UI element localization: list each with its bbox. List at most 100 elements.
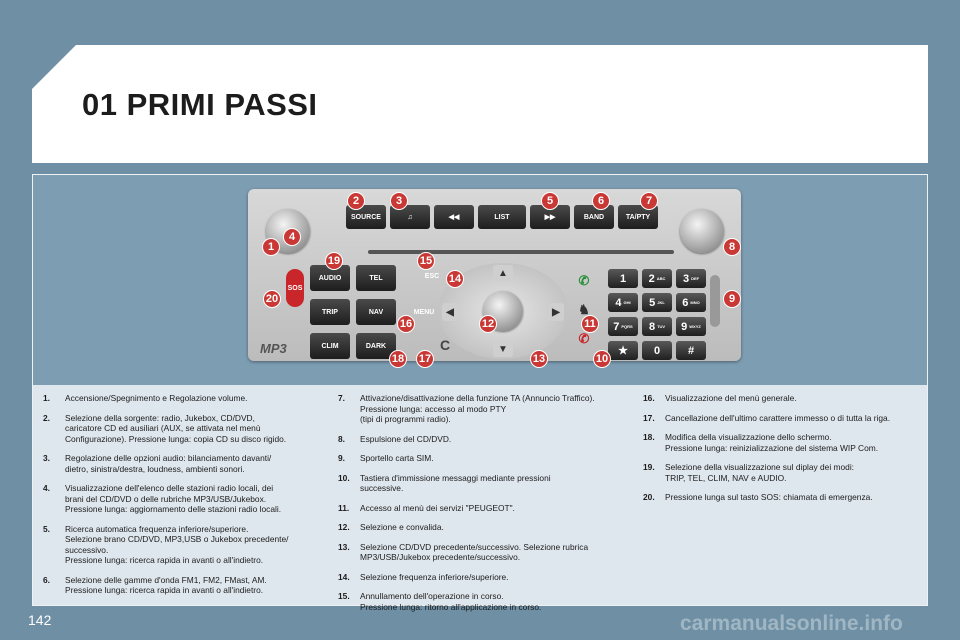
legend-number: 2. bbox=[43, 412, 50, 423]
right-arrow-button: ▶ bbox=[548, 303, 564, 321]
callout-marker: 18 bbox=[389, 350, 407, 368]
callout-marker: 20 bbox=[263, 290, 281, 308]
legend-item: 16. Visualizzazione del menù generale. bbox=[643, 393, 923, 404]
sos-button: SOS bbox=[286, 269, 304, 307]
legend-text: Cancellazione dell'ultimo carattere imme… bbox=[665, 412, 891, 423]
down-arrow-button: ▼ bbox=[493, 341, 513, 357]
legend-text: Selezione della sorgente: radio, Jukebox… bbox=[65, 412, 287, 444]
legend-text: Espulsione del CD/DVD. bbox=[360, 433, 452, 444]
keypad-key: 1 bbox=[608, 269, 638, 288]
legend-text: Visualizzazione del menù generale. bbox=[665, 393, 797, 403]
peugeot-services-icon: ♞ bbox=[578, 302, 590, 317]
legend-number: 17. bbox=[643, 412, 655, 423]
tel-button: TEL bbox=[356, 265, 396, 291]
legend-text: Regolazione delle opzioni audio: bilanci… bbox=[65, 453, 272, 474]
clear-button: C bbox=[439, 337, 451, 353]
trip-button: TRIP bbox=[310, 299, 350, 325]
keypad-digit: 1 bbox=[619, 272, 627, 285]
callout-marker: 5 bbox=[541, 192, 559, 210]
legend-item: 4. Visualizzazione dell'elenco delle staz… bbox=[43, 483, 333, 515]
keypad-letters: TUV bbox=[657, 324, 666, 329]
callout-marker: 14 bbox=[446, 270, 464, 288]
rewind-button: ◀◀ bbox=[434, 205, 474, 229]
callout-marker: 2 bbox=[347, 192, 365, 210]
legend-item: 12.Selezione e convalida. bbox=[338, 522, 628, 533]
callout-marker: 6 bbox=[592, 192, 610, 210]
legend-number: 8. bbox=[338, 433, 345, 444]
keypad-digit: # bbox=[687, 344, 695, 357]
legend-number: 18. bbox=[643, 432, 655, 442]
legend-column-1: 1. Accensione/Spegnimento e Regolazione v… bbox=[43, 393, 333, 605]
legend-item: 5.Ricerca automatica frequenza inferiore… bbox=[43, 524, 333, 566]
list-button: LIST bbox=[478, 205, 526, 229]
legend-text: Selezione frequenza inferiore/superiore. bbox=[360, 571, 509, 582]
legend-text: Pressione lunga sul tasto SOS: chiamata … bbox=[665, 492, 873, 502]
keypad-letters: JKL bbox=[657, 300, 665, 305]
header-banner: 01 PRIMI PASSI bbox=[32, 45, 928, 163]
legend-column-2: 7.Attivazione/disattivazione della funzi… bbox=[338, 393, 628, 621]
callout-marker: 11 bbox=[581, 315, 599, 333]
legend-number: 4. bbox=[43, 483, 50, 493]
legend-number: 9. bbox=[338, 453, 345, 463]
legend-item: 19. Selezione della visualizzazione sul d… bbox=[643, 462, 923, 483]
left-arrow-button: ◀ bbox=[442, 303, 458, 321]
menu-button: MENU bbox=[413, 308, 435, 316]
keypad-letters: PQRS bbox=[621, 324, 633, 329]
legend-text: Visualizzazione dell'elenco delle stazio… bbox=[65, 483, 282, 514]
clim-button: CLIM bbox=[310, 333, 350, 359]
legend-number: 1. bbox=[43, 393, 50, 403]
cd-slot bbox=[368, 250, 674, 254]
keypad-digit: 5 bbox=[649, 296, 656, 309]
legend-number: 16. bbox=[643, 393, 655, 403]
watermark: carmanualsonline.info bbox=[680, 612, 903, 635]
callout-marker: 15 bbox=[417, 252, 435, 270]
keypad-digit: 3 bbox=[682, 272, 690, 285]
keypad-key: 0 bbox=[642, 341, 672, 360]
legend-text: Selezione della visualizzazione sul dipl… bbox=[665, 462, 855, 483]
legend-item: 2. Selezione della sorgente: radio, Jukeb… bbox=[43, 413, 333, 445]
mp3-logo: MP3 bbox=[260, 341, 287, 356]
legend-text: Accensione/Spegnimento e Regolazione vol… bbox=[65, 393, 248, 403]
legend-item: 9. Sportello carta SIM. bbox=[338, 453, 628, 464]
keypad-digit: 8 bbox=[648, 320, 656, 333]
eject-knob bbox=[680, 209, 724, 253]
keypad-letters: MNO bbox=[690, 300, 700, 305]
hang-up-icon: ✆ bbox=[578, 331, 590, 346]
legend-item: 8. Espulsione del CD/DVD. bbox=[338, 434, 628, 445]
legend-text: Accesso al menù dei servizi "PEUGEOT". bbox=[360, 502, 515, 513]
up-arrow-button: ▲ bbox=[493, 265, 513, 281]
device-area: SOURCE ♫ ◀◀ LIST ▶▶ BAND TA/PTY SOS AUDI… bbox=[33, 175, 927, 385]
callout-marker: 1 bbox=[262, 238, 280, 256]
callout-marker: 12 bbox=[479, 315, 497, 333]
legend-item: 20. Pressione lunga sul tasto SOS: chiama… bbox=[643, 492, 923, 503]
callout-marker: 4 bbox=[283, 228, 301, 246]
keypad-digit: 6 bbox=[682, 296, 689, 309]
legend-text: Modifica della visualizzazione dello sch… bbox=[665, 432, 879, 453]
legend-number: 20. bbox=[643, 492, 655, 502]
legend-number: 5. bbox=[43, 523, 50, 534]
legend-item: 11. Accesso al menù dei servizi "PEUGEOT"… bbox=[338, 503, 628, 514]
callout-marker: 16 bbox=[397, 315, 415, 333]
legend-text: Sportello carta SIM. bbox=[360, 453, 434, 463]
callout-marker: 3 bbox=[390, 192, 408, 210]
legend-item: 14.Selezione frequenza inferiore/superio… bbox=[338, 572, 628, 583]
legend-text: Annullamento dell'operazione in corso. P… bbox=[360, 591, 542, 612]
legend-item: 18. Modifica della visualizzazione dello … bbox=[643, 432, 923, 453]
answer-call-icon: ✆ bbox=[578, 273, 590, 288]
keypad-letters: WXYZ bbox=[689, 324, 701, 329]
sim-card-slot bbox=[710, 275, 720, 327]
legend-number: 19. bbox=[643, 462, 655, 472]
keypad-letters: ABC bbox=[656, 276, 666, 281]
legend-item: 3.Regolazione delle opzioni audio: bilan… bbox=[43, 453, 333, 474]
callout-marker: 13 bbox=[530, 350, 548, 368]
legend-number: 12. bbox=[338, 522, 350, 532]
legend-text: Tastiera d'immissione messaggi mediante … bbox=[360, 472, 551, 494]
esc-button: ESC bbox=[424, 272, 440, 280]
legend-number: 11. bbox=[338, 502, 350, 513]
callout-marker: 17 bbox=[416, 350, 434, 368]
